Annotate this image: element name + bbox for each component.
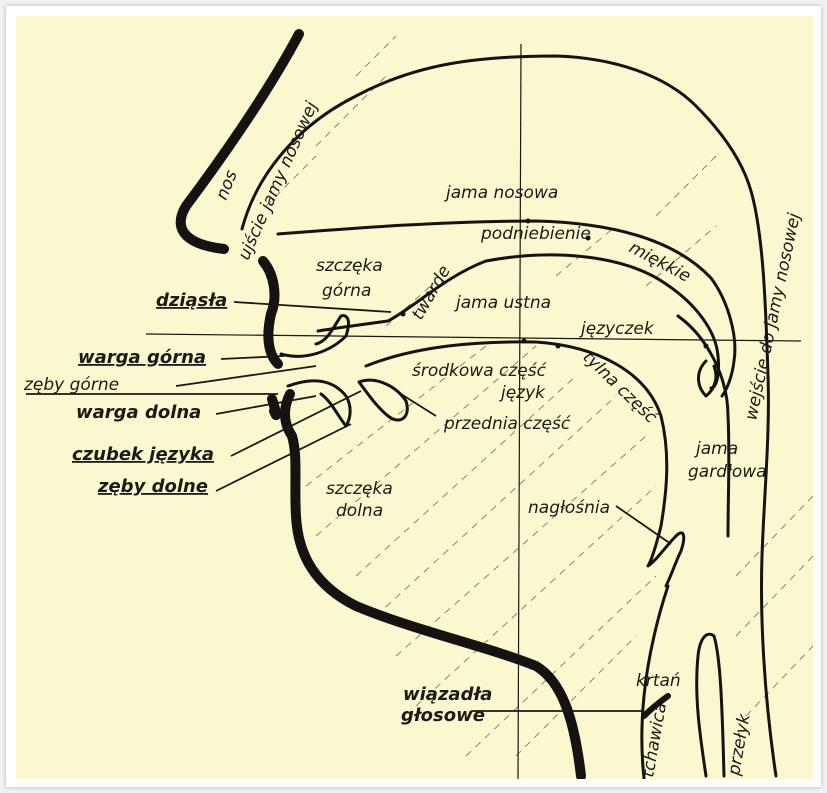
vocal-tract-diagram: nos ujście jamy nosowej jama nosowa podn… xyxy=(16,16,813,779)
tongue-tip xyxy=(359,380,407,420)
label-przelyk: przełyk xyxy=(724,711,755,778)
lower-teeth xyxy=(288,381,350,426)
label-warga-gorna: warga górna xyxy=(78,347,206,368)
label-jama-nosowa: jama nosowa xyxy=(444,183,558,203)
label-jama-gardlowa-1: jama xyxy=(694,439,738,459)
label-jezyczek: języczek xyxy=(579,319,655,339)
uvula xyxy=(699,361,716,396)
label-szczeka-dolna-2: dolna xyxy=(336,501,383,521)
label-wiazadla-2: głosowe xyxy=(401,705,485,726)
nose-outline xyxy=(181,34,299,249)
label-szczeka-gorna-1: szczęka xyxy=(316,256,383,276)
label-zeby-gorne: zęby górne xyxy=(23,375,119,395)
label-podniebienie: podniebienie xyxy=(480,224,591,244)
label-srodkowa: środkowa część xyxy=(412,361,547,381)
label-jezyk: język xyxy=(499,383,546,403)
label-jama-gardlowa-2: gardłowa xyxy=(688,462,767,482)
label-wiazadla-1: wiązadła xyxy=(403,684,492,705)
label-szczeka-gorna-2: górna xyxy=(322,281,371,301)
image-frame: nos ujście jamy nosowej jama nosowa podn… xyxy=(6,6,821,787)
label-twarde: twarde xyxy=(408,262,455,323)
diagram-paper: nos ujście jamy nosowej jama nosowa podn… xyxy=(16,16,813,779)
anatomy-contours xyxy=(181,34,776,778)
label-szczeka-dolna-1: szczęka xyxy=(326,479,393,499)
label-przednia: przednia część xyxy=(443,414,571,434)
pharynx-wall xyxy=(678,316,729,536)
upper-lip-outline xyxy=(263,261,278,364)
labels: nos ujście jamy nosowej jama nosowa podn… xyxy=(23,98,805,778)
label-tylna: tylna część xyxy=(579,347,662,428)
label-jama-ustna: jama ustna xyxy=(454,293,551,313)
reference-axes xyxy=(146,44,801,779)
label-zeby-dolne: zęby dolne xyxy=(97,476,208,497)
label-czubek: czubek języka xyxy=(72,444,214,465)
label-wejscie: wejście do jamy nosowej xyxy=(741,211,805,422)
label-warga-dolna: warga dolna xyxy=(76,402,201,423)
vertical-axis xyxy=(518,44,521,779)
label-naglosnia: nagłośnia xyxy=(528,498,610,518)
label-dziasla: dziąsła xyxy=(156,290,227,311)
esophagus xyxy=(697,634,724,776)
label-krtan: krtań xyxy=(636,671,681,691)
